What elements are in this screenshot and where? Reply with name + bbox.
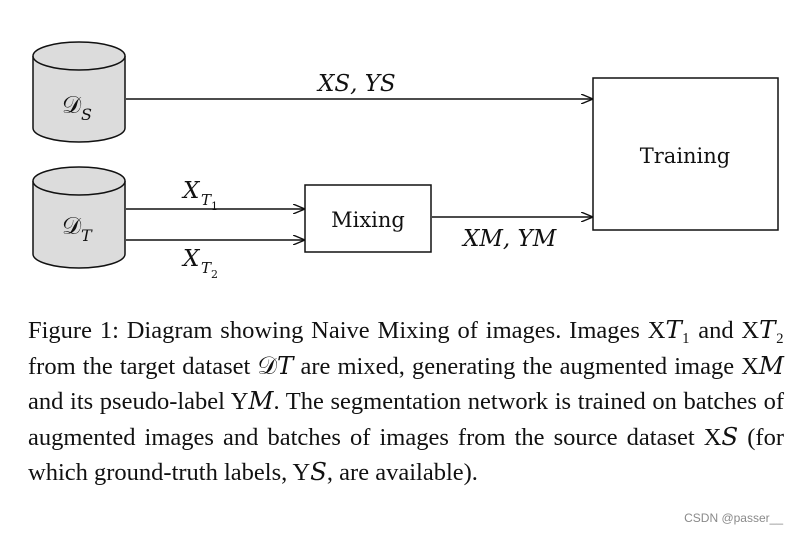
naive-mixing-diagram: 𝒟 S 𝒟 T Mixing Training X𝑆, Y𝑆 X T 1 X T… bbox=[32, 41, 779, 281]
edge-label-target-bottom-subsub: 2 bbox=[211, 268, 218, 281]
watermark: CSDN @passer__ bbox=[684, 511, 783, 525]
edge-label-target-top-sub: T bbox=[201, 191, 212, 209]
edge-label-target-top: X T 1 bbox=[181, 178, 218, 213]
edge-label-target-bottom-base: X bbox=[181, 246, 201, 272]
edge-label-target-top-subsub: 1 bbox=[211, 200, 218, 213]
edge-label-target-bottom: X T 2 bbox=[181, 246, 218, 281]
target-dataset-cylinder: 𝒟 T bbox=[32, 166, 126, 269]
caption-text: Figure 1: Diagram showing Naive Mixing o… bbox=[28, 317, 784, 486]
training-box: Training bbox=[592, 77, 779, 231]
edge-label-target-top-base: X bbox=[181, 178, 201, 204]
target-dataset-letter: 𝒟 bbox=[62, 212, 82, 240]
edge-label-mixing: X𝑀, Y𝑀 bbox=[461, 226, 558, 252]
figure-caption: Figure 1: Diagram showing Naive Mixing o… bbox=[28, 313, 784, 491]
mixing-box: Mixing bbox=[304, 184, 432, 253]
edge-label-source: X𝑆, Y𝑆 bbox=[316, 71, 396, 97]
training-label: Training bbox=[640, 144, 731, 168]
edge-label-target-bottom-sub: T bbox=[201, 259, 212, 277]
source-dataset-subscript: S bbox=[81, 105, 92, 124]
source-dataset-cylinder: 𝒟 S bbox=[32, 41, 126, 143]
target-dataset-subscript: T bbox=[81, 226, 93, 245]
source-dataset-letter: 𝒟 bbox=[62, 91, 82, 119]
mixing-label: Mixing bbox=[331, 208, 405, 232]
